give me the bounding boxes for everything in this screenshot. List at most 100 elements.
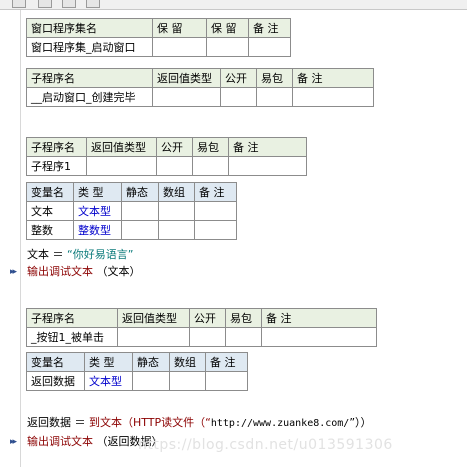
table-cell[interactable] [156, 156, 193, 176]
variable-name-cell[interactable]: 文本 [26, 201, 74, 221]
code-command: 输出调试文本 [27, 435, 93, 448]
table-cell[interactable] [228, 156, 307, 176]
table-row[interactable]: 文本 文本型 [26, 201, 237, 221]
header-cell: 保 留 [206, 18, 249, 38]
table-cell[interactable] [121, 201, 159, 221]
subroutine-table-header: 子程序名 返回值类型 公开 易包 备 注 [26, 68, 374, 88]
variable-name-cell[interactable]: 返回数据 [26, 371, 85, 391]
breakpoint-arrow-icon[interactable]: ▸▸ [10, 437, 17, 447]
header-cell: 备 注 [194, 182, 237, 202]
subroutine-name-cell[interactable]: __启动窗口_创建完毕 [26, 87, 153, 107]
breakpoint-arrow-icon[interactable]: ▸▸ [10, 267, 17, 277]
table-cell[interactable] [205, 371, 248, 391]
subroutine-name-cell[interactable]: _按钮1_被单击 [26, 327, 118, 347]
code-arguments-close: ”）） [349, 416, 372, 429]
header-cell: 备 注 [248, 18, 291, 38]
table-row[interactable]: 返回数据 文本型 [26, 371, 248, 391]
code-string-literal: “你好易语言” [67, 248, 134, 261]
header-cell: 数组 [158, 182, 195, 202]
toolbar [0, 0, 467, 10]
subroutine-table-1: 子程序名 返回值类型 公开 易包 备 注 __启动窗口_创建完毕 [26, 68, 374, 107]
variable-table-header: 变量名 类 型 静态 数组 备 注 [26, 182, 237, 202]
table-cell[interactable] [132, 371, 170, 391]
table-cell[interactable] [194, 201, 237, 221]
header-cell: 易包 [192, 137, 229, 157]
header-cell: 子程序名 [26, 68, 153, 88]
toolbar-button-1-icon[interactable] [12, 0, 26, 8]
header-cell: 子程序名 [26, 137, 87, 157]
toolbar-button-4-icon[interactable] [86, 0, 100, 8]
table-cell[interactable] [261, 327, 377, 347]
code-command: 到文本 [89, 416, 122, 429]
table-cell[interactable] [292, 87, 374, 107]
header-cell: 返回值类型 [152, 68, 221, 88]
table-cell[interactable] [189, 327, 226, 347]
table-row[interactable]: 整数 整数型 [26, 220, 237, 240]
table-row[interactable]: _按钮1_被单击 [26, 327, 377, 347]
subroutine-name-cell[interactable]: 子程序1 [26, 156, 87, 176]
table-cell[interactable] [152, 87, 221, 107]
table-cell[interactable] [86, 156, 157, 176]
code-url-literal: http://www.zuanke8.com/ [210, 418, 350, 429]
code-line-assign-2[interactable]: 返回数据 ＝ 到文本（HTTP读文件（“http://www.zuanke8.c… [27, 415, 372, 430]
table-cell[interactable] [225, 327, 262, 347]
table-cell[interactable] [192, 156, 229, 176]
code-line-output-1[interactable]: 输出调试文本 （文本） [27, 264, 141, 279]
code-operator: ＝ [74, 416, 86, 429]
code-line-assign-1[interactable]: 文本 ＝ “你好易语言” [27, 247, 133, 262]
header-cell: 公开 [156, 137, 193, 157]
table-cell[interactable] [117, 327, 190, 347]
header-cell: 备 注 [292, 68, 374, 88]
table-cell[interactable] [158, 201, 195, 221]
table-row[interactable]: 窗口程序集_启动窗口 [26, 37, 291, 57]
variable-table-header: 变量名 类 型 静态 数组 备 注 [26, 352, 248, 372]
header-cell: 保 留 [152, 18, 207, 38]
assembly-name-cell[interactable]: 窗口程序集_启动窗口 [26, 37, 153, 57]
header-cell: 备 注 [205, 352, 248, 372]
variable-table-1: 变量名 类 型 静态 数组 备 注 文本 文本型 整数 整数型 [26, 182, 237, 240]
table-cell[interactable] [158, 220, 195, 240]
header-cell: 类 型 [73, 182, 122, 202]
header-cell: 备 注 [261, 308, 377, 328]
code-arguments: （HTTP读文件（“ [122, 416, 211, 429]
code-line-output-2[interactable]: 输出调试文本 （返回数据） [27, 434, 163, 449]
code-arguments: （文本） [96, 265, 141, 278]
header-cell: 返回值类型 [117, 308, 190, 328]
subroutine-table-3: 子程序名 返回值类型 公开 易包 备 注 _按钮1_被单击 [26, 308, 377, 347]
header-cell: 返回值类型 [86, 137, 157, 157]
header-cell: 变量名 [26, 352, 85, 372]
code-command: 输出调试文本 [27, 265, 93, 278]
header-cell: 数组 [169, 352, 206, 372]
header-cell: 易包 [225, 308, 262, 328]
code-operator: ＝ [52, 248, 64, 261]
table-cell[interactable] [152, 37, 207, 57]
assembly-table: 窗口程序集名 保 留 保 留 备 注 窗口程序集_启动窗口 [26, 18, 291, 57]
header-cell: 窗口程序集名 [26, 18, 153, 38]
header-cell: 易包 [256, 68, 293, 88]
subroutine-table-header: 子程序名 返回值类型 公开 易包 备 注 [26, 308, 377, 328]
table-cell[interactable] [194, 220, 237, 240]
toolbar-button-3-icon[interactable] [62, 0, 76, 8]
header-cell: 静态 [121, 182, 159, 202]
code-gutter-line [20, 10, 21, 467]
variable-type-cell[interactable]: 文本型 [84, 371, 133, 391]
header-cell: 公开 [220, 68, 257, 88]
header-cell: 备 注 [228, 137, 307, 157]
code-variable: 文本 [27, 248, 49, 261]
table-cell[interactable] [169, 371, 206, 391]
table-row[interactable]: 子程序1 [26, 156, 307, 176]
variable-type-cell[interactable]: 文本型 [73, 201, 122, 221]
table-cell[interactable] [206, 37, 249, 57]
table-cell[interactable] [121, 220, 159, 240]
toolbar-button-2-icon[interactable] [38, 0, 52, 8]
header-cell: 子程序名 [26, 308, 118, 328]
code-variable: 返回数据 [27, 416, 71, 429]
header-cell: 变量名 [26, 182, 74, 202]
header-cell: 静态 [132, 352, 170, 372]
table-cell[interactable] [248, 37, 291, 57]
table-cell[interactable] [220, 87, 257, 107]
table-cell[interactable] [256, 87, 293, 107]
variable-type-cell[interactable]: 整数型 [73, 220, 122, 240]
table-row[interactable]: __启动窗口_创建完毕 [26, 87, 374, 107]
variable-name-cell[interactable]: 整数 [26, 220, 74, 240]
